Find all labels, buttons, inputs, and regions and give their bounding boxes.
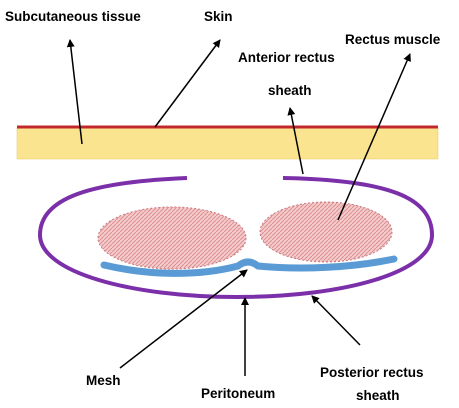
posterior-rectus-sheath-label-line2: sheath bbox=[356, 388, 400, 403]
rectus-muscle-label: Rectus muscle bbox=[345, 32, 441, 47]
posterior-rectus-sheath-label-line1: Posterior rectus bbox=[320, 365, 424, 380]
skin-arrow bbox=[155, 40, 220, 127]
left-rectus-muscle bbox=[98, 207, 246, 269]
right-rectus-muscle bbox=[260, 202, 392, 262]
peritoneum-label: Peritoneum bbox=[201, 386, 275, 401]
anterior-rectus-sheath-label-line2: sheath bbox=[268, 83, 312, 98]
skin-label: Skin bbox=[204, 9, 233, 24]
posterior-rectus-sheath-arrow bbox=[312, 296, 360, 345]
subcutaneous-tissue-label: Subcutaneous tissue bbox=[5, 9, 141, 24]
anterior-rectus-sheath-label-line1: Anterior rectus bbox=[238, 50, 335, 65]
mesh-label: Mesh bbox=[86, 373, 121, 388]
mesh-arrow bbox=[120, 270, 247, 368]
